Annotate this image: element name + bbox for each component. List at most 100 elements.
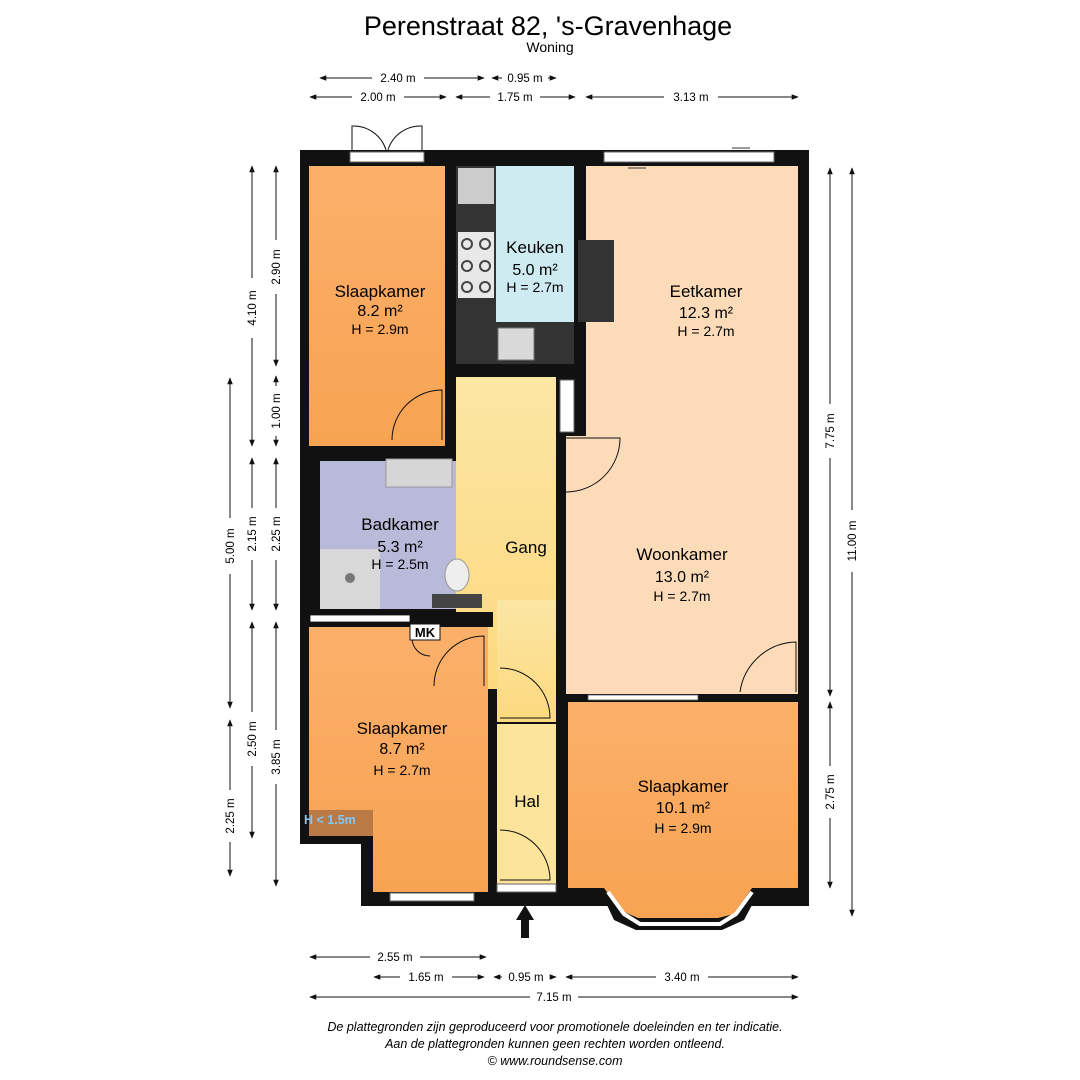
window-top-slaapkamer (349, 151, 425, 163)
sliding-door-arrows (628, 147, 750, 169)
room-woonkamer-lower (566, 436, 606, 696)
window-top-eetkamer (603, 151, 775, 163)
room-name: Woonkamer (636, 545, 728, 564)
french-doors (351, 125, 423, 151)
sink (497, 327, 535, 361)
top-dimensions (309, 75, 799, 100)
room-name: Keuken (506, 238, 564, 257)
page-title: Perenstraat 82, 's-Gravenhage (364, 11, 732, 41)
wall-hatch-strip (309, 614, 411, 623)
dim-label: 11.00 m (847, 521, 859, 562)
burner (461, 281, 473, 293)
room-name: Slaapkamer (638, 777, 729, 796)
dim-label: 1.75 m (497, 92, 532, 104)
room-slaapkamer-top (309, 166, 445, 446)
french-door-right (387, 125, 423, 151)
room-area: 8.2 m² (357, 303, 403, 320)
door-swing-slaapkamer (391, 389, 443, 441)
dark-cabinet (578, 240, 614, 322)
entrance-arrow-icon (516, 905, 534, 938)
window-small-right (559, 379, 575, 433)
burner (479, 281, 491, 293)
dim-label: 2.25 m (225, 798, 237, 833)
burner (461, 238, 473, 250)
door-swing-gang (499, 667, 551, 719)
dim-label: 2.00 m (360, 92, 395, 104)
footer-disclaimer-2: Aan de plattegronden kunnen geen rechten… (384, 1037, 725, 1051)
room-area: 12.3 m² (679, 305, 734, 322)
left-dimensions (227, 165, 279, 887)
burner (461, 260, 473, 272)
dim-label: 2.50 m (247, 721, 259, 756)
room-name: Eetkamer (670, 282, 743, 301)
stove (458, 232, 494, 298)
room-height: H = 2.7m (373, 762, 430, 778)
room-height: H = 2.9m (351, 321, 408, 337)
right-dimensions (827, 167, 855, 917)
bottom-dimensions (309, 954, 799, 1000)
room-name: Slaapkamer (357, 719, 448, 738)
dim-label: 5.00 m (225, 528, 237, 563)
room-slaapkamer-right (568, 702, 798, 918)
room-hal (497, 724, 556, 884)
room-area: 5.0 m² (512, 262, 558, 279)
room-name: Gang (505, 538, 547, 557)
page-subtitle: Woning (526, 39, 573, 55)
dim-label: 1.65 m (408, 972, 443, 984)
footer-copyright: © www.roundsense.com (488, 1054, 623, 1068)
room-height: H = 2.5m (371, 556, 428, 572)
room-name: Hal (514, 792, 540, 811)
doors (391, 389, 797, 881)
room-area: 10.1 m² (656, 800, 711, 817)
dim-label: 1.00 m (271, 393, 283, 428)
toilet (444, 558, 470, 592)
burner (479, 238, 491, 250)
dim-label: 2.75 m (825, 774, 837, 809)
dim-label: 2.90 m (271, 249, 283, 284)
room-name: Badkamer (361, 515, 439, 534)
window-bay (606, 890, 754, 926)
room-area: 5.3 m² (377, 539, 423, 556)
kitchen-fixtures (456, 166, 614, 364)
room-height: H = 2.7m (653, 588, 710, 604)
window-slaapkamer-left-bottom (389, 892, 475, 902)
windows (349, 151, 775, 926)
room-name: Slaapkamer (335, 282, 426, 301)
dim-label: 4.10 m (247, 290, 259, 325)
dim-label: 3.40 m (664, 972, 699, 984)
shower-drain (345, 573, 355, 583)
fridge (458, 168, 494, 204)
bathroom-fixtures (320, 458, 482, 609)
window-divider (587, 694, 699, 701)
dim-label: 2.25 m (271, 516, 283, 551)
french-door-left (351, 125, 387, 151)
room-height: H = 2.7m (506, 279, 563, 295)
double-sink (385, 458, 453, 488)
dim-label: 2.40 m (380, 73, 415, 85)
dim-label: 7.75 m (825, 413, 837, 448)
height-note: H < 1.5m (304, 813, 356, 827)
door-swing-slaapkamer-left (433, 635, 485, 687)
mk-label: MK (415, 625, 436, 640)
door-swing-hal (499, 829, 551, 881)
room-area: 13.0 m² (655, 569, 710, 586)
dim-label: 2.15 m (247, 516, 259, 551)
room-gang-lower (497, 600, 556, 722)
low-height-area (309, 810, 373, 836)
door-swing-woon-slaap (739, 641, 797, 693)
burner (479, 260, 491, 272)
door-swing-woonkamer (565, 437, 621, 493)
room-eetkamer-woonkamer (586, 166, 798, 696)
room-height: H = 2.7m (677, 323, 734, 339)
dim-label: 7.15 m (536, 992, 571, 1004)
dim-label: 3.13 m (673, 92, 708, 104)
dim-label: 2.55 m (377, 952, 412, 964)
dim-label: 0.95 m (508, 972, 543, 984)
dim-label: 0.95 m (507, 73, 542, 85)
room-height: H = 2.9m (654, 820, 711, 836)
room-area: 8.7 m² (379, 741, 425, 758)
room-slaapkamer-left (309, 627, 488, 892)
dim-label: 3.85 m (271, 739, 283, 774)
toilet-tank (432, 594, 482, 608)
